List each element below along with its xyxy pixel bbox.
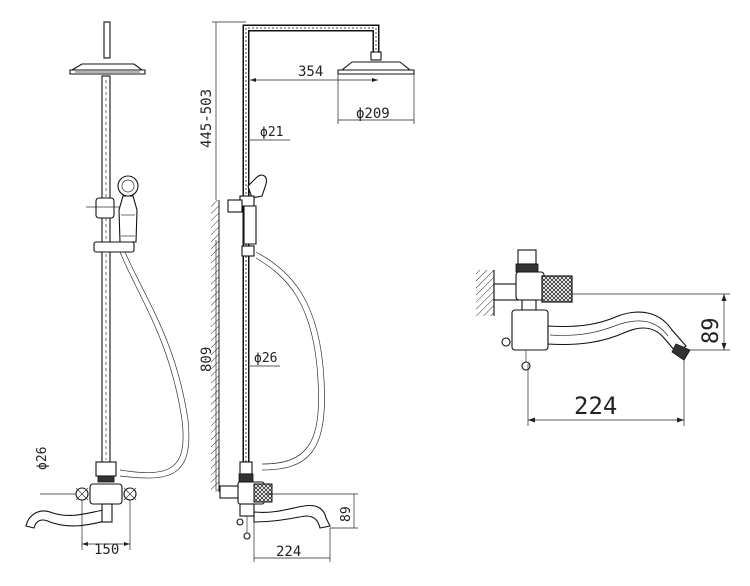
front-slide-holder bbox=[95, 197, 115, 219]
arm-pipe-diameter-label: ϕ21 bbox=[260, 125, 283, 140]
detail-handle-knurl bbox=[541, 275, 573, 303]
arm-length-label: 354 bbox=[298, 64, 323, 80]
side-handle-knurl bbox=[253, 483, 273, 503]
front-diverter bbox=[95, 461, 117, 477]
front-center-distance-label: 150 bbox=[94, 542, 119, 558]
front-view: ϕ26 150 bbox=[25, 21, 190, 558]
front-head-neck bbox=[103, 21, 111, 59]
detail-wall-hatch bbox=[476, 270, 494, 316]
front-pipe-diameter-label: ϕ26 bbox=[35, 447, 50, 470]
side-riser-pipe bbox=[242, 24, 380, 490]
detail-spout-height-label: 89 bbox=[699, 318, 724, 345]
side-spout bbox=[253, 504, 331, 529]
front-hose bbox=[119, 251, 184, 473]
rail-pipe-diameter-label: ϕ26 bbox=[254, 351, 277, 366]
detail-spout-length-label: 224 bbox=[574, 392, 617, 420]
front-right-handle-icon bbox=[123, 487, 137, 501]
riser-height-label: 445-503 bbox=[199, 89, 215, 148]
front-hand-shower-handle bbox=[118, 195, 138, 243]
head-diameter-label: ϕ209 bbox=[356, 106, 390, 122]
side-hand-shower bbox=[247, 174, 267, 199]
front-mixer-body bbox=[89, 483, 123, 505]
front-hose-bracket bbox=[93, 241, 135, 253]
rail-length-label: 809 bbox=[199, 347, 215, 372]
side-diverter bbox=[239, 461, 253, 475]
detail-spout bbox=[547, 311, 687, 353]
side-spout-length-label: 224 bbox=[276, 544, 301, 560]
front-spout bbox=[25, 509, 111, 529]
front-hand-shower-head bbox=[117, 175, 139, 197]
detail-upper-valve bbox=[517, 249, 537, 265]
side-wall-hatch bbox=[211, 200, 219, 492]
side-spout-height-label: 89 bbox=[339, 506, 354, 522]
side-rain-shower-head bbox=[337, 61, 415, 75]
detail-mixer-body bbox=[511, 309, 549, 351]
side-hose bbox=[255, 251, 325, 471]
side-view: 445-503 809 354 ϕ209 ϕ21 ϕ26 bbox=[199, 21, 415, 562]
front-rain-shower-head bbox=[69, 63, 146, 75]
front-left-handle-icon bbox=[75, 487, 89, 501]
detail-view: 224 89 bbox=[476, 249, 730, 426]
